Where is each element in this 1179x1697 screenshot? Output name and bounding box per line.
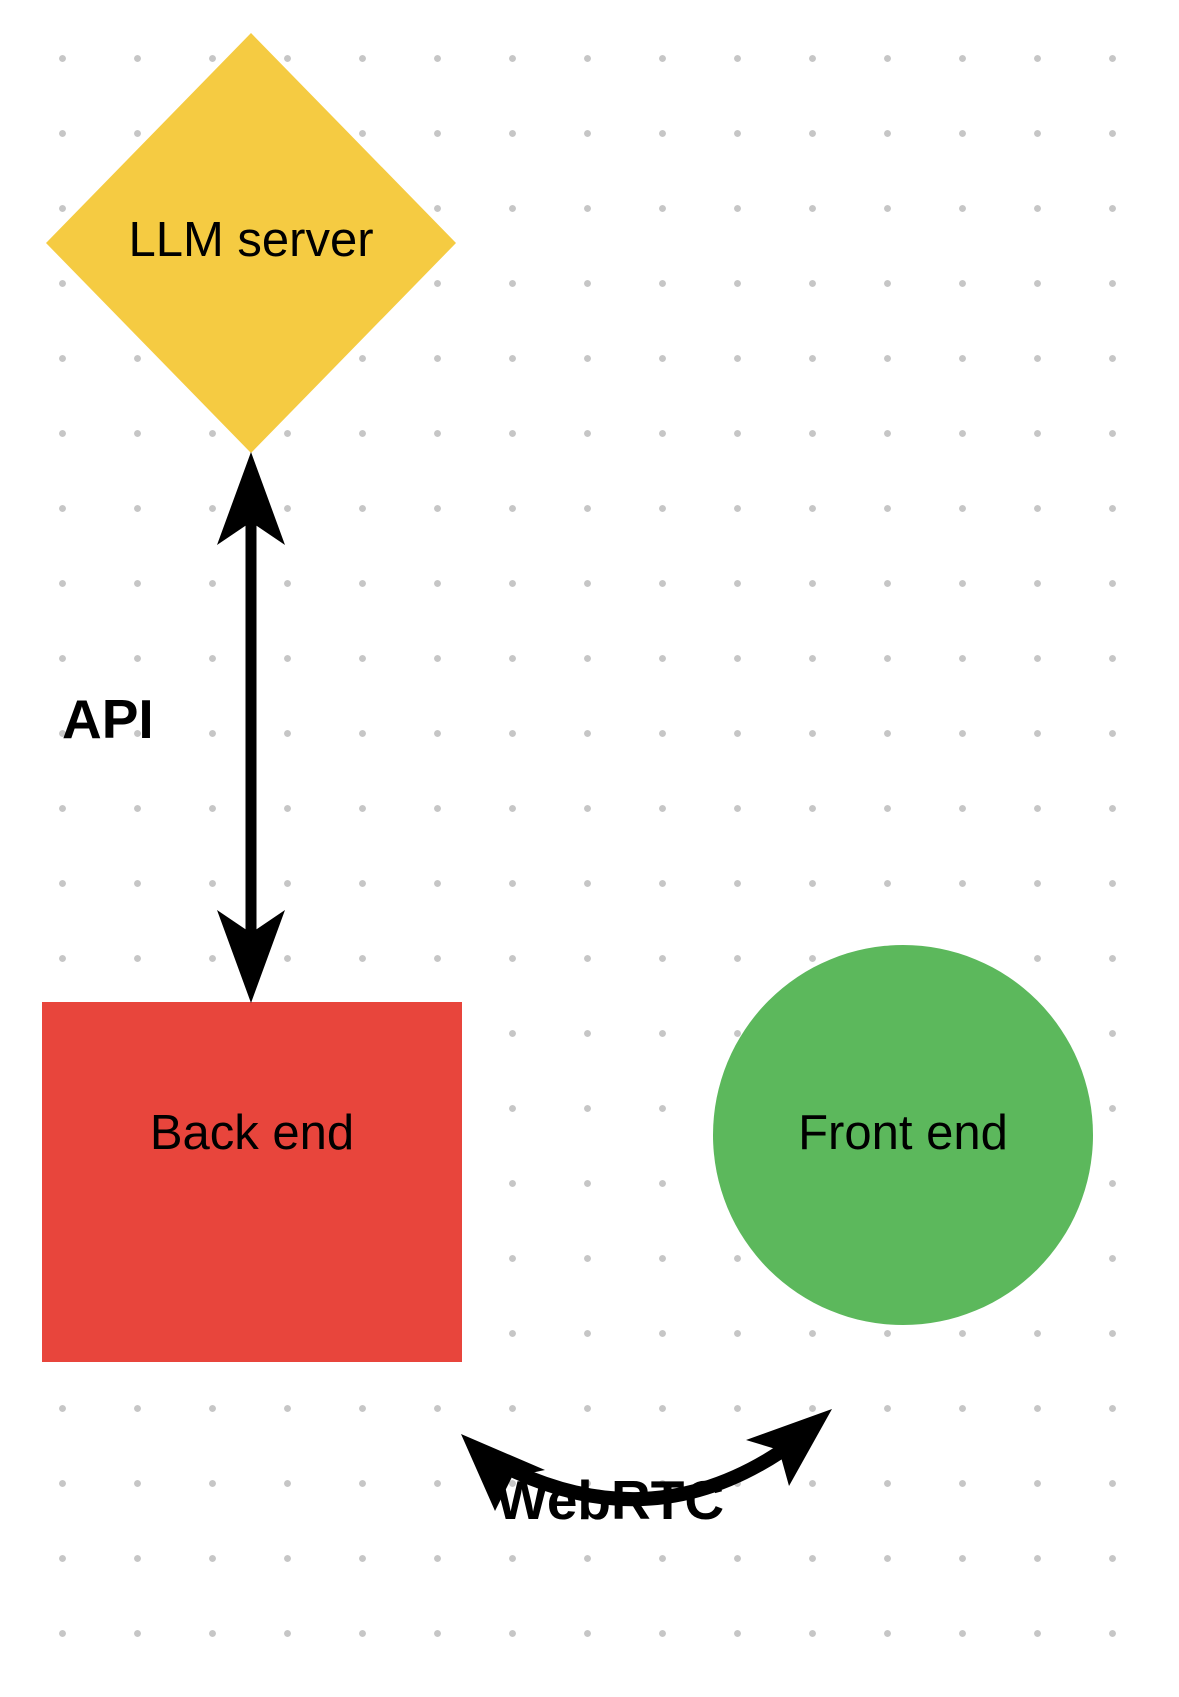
edge-webrtc-label: WebRTC [495,1469,725,1531]
node-back-end-shape[interactable] [42,1002,462,1362]
node-front-end-shape[interactable] [713,945,1093,1325]
edge-api-label: API [62,688,154,750]
edge-api-arrow[interactable] [217,452,285,1003]
node-back-end[interactable] [42,1002,462,1362]
edge-webrtc-shaft [509,1431,807,1507]
edge-webrtc-arrowhead-left [461,1434,545,1511]
node-llm-server[interactable] [46,33,456,453]
edge-webrtc-arrowhead-right [746,1409,832,1486]
edge-api-arrowhead-bottom [217,910,285,1003]
node-llm-server-shape[interactable] [46,33,456,453]
edge-api-arrowhead-top [217,452,285,545]
edge-webrtc-arrow[interactable] [461,1409,832,1511]
node-front-end[interactable] [713,945,1093,1325]
